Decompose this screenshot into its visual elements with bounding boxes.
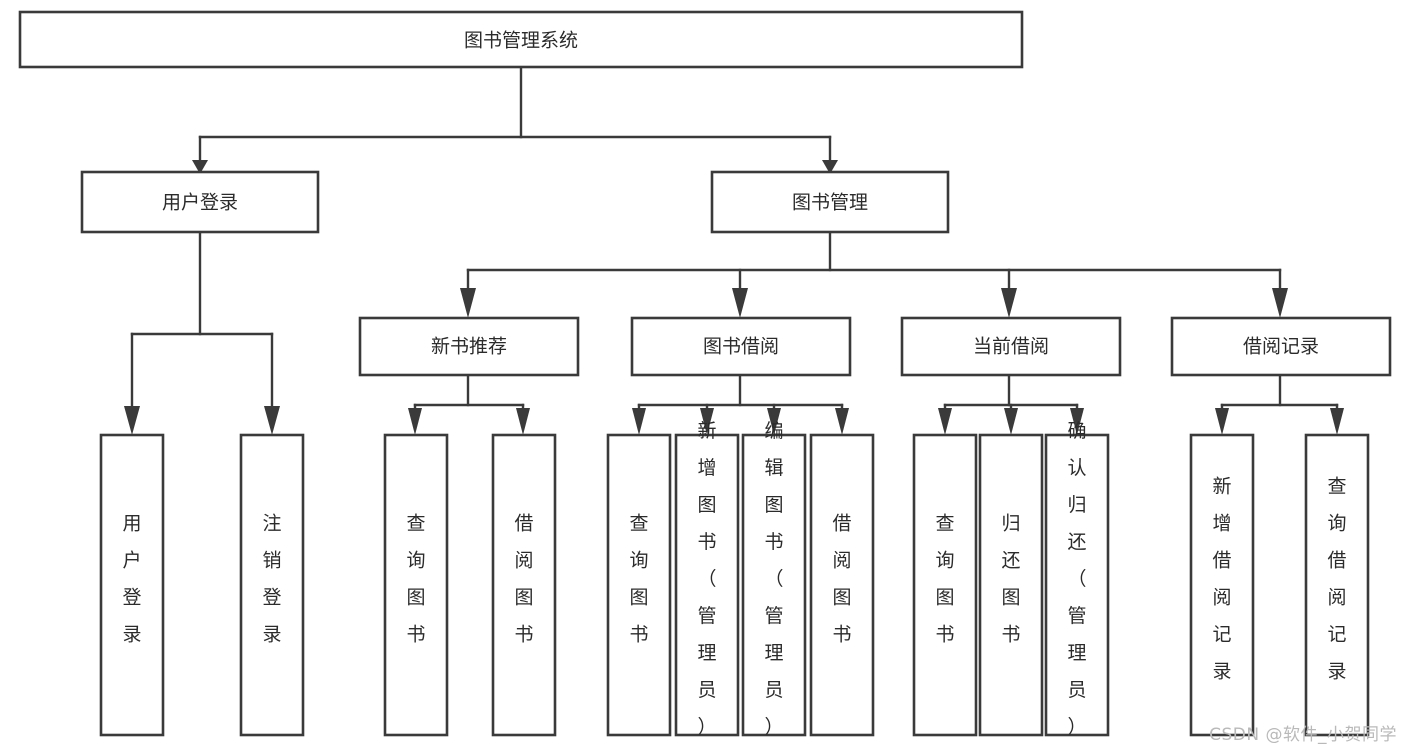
leaf-box[interactable] [1304, 433, 1370, 737]
current-borrow-box[interactable] [900, 316, 1122, 377]
leaf-borrow-record-2[interactable]: 查询借阅记录 [1304, 433, 1370, 737]
leaf-box[interactable] [239, 433, 305, 737]
node-borrow-record[interactable]: 借阅记录 [1170, 316, 1392, 377]
book-borrow-box[interactable] [630, 316, 852, 377]
user-login-box[interactable] [80, 170, 320, 234]
leaf-borrow-record-1[interactable]: 新增借阅记录 [1189, 433, 1255, 737]
leaf-book-borrow-1[interactable]: 查询图书 [606, 433, 672, 737]
arrow-current-leaf-3 [1070, 408, 1084, 435]
leaf-book-borrow-2[interactable]: 新增图书（管理员） [674, 420, 740, 738]
leaf-box[interactable] [978, 433, 1044, 737]
leaf-label: 查询借阅记录 [1327, 476, 1346, 683]
leaf-label: 新增图书（管理员） [697, 420, 716, 738]
leaf-current-borrow-3[interactable]: 确认归还（管理员） [1044, 420, 1110, 738]
node-book-management[interactable]: 图书管理 [710, 170, 950, 234]
arrow-bm-to-borrow [732, 288, 748, 318]
leaf-label: 借阅图书 [832, 513, 851, 646]
arrow-login-leaf-2 [264, 406, 280, 435]
leaf-box[interactable] [606, 433, 672, 737]
leaf-box[interactable] [99, 433, 165, 737]
node-current-borrow[interactable]: 当前借阅 [900, 316, 1122, 377]
node-new-book-recommend[interactable]: 新书推荐 [358, 316, 580, 377]
arrow-borrow-leaf-3 [767, 408, 781, 435]
connector-layer [124, 65, 1344, 435]
leaf-user-login-2[interactable]: 注销登录 [239, 433, 305, 737]
arrow-current-leaf-1 [938, 408, 952, 435]
leaf-label: 用户登录 [122, 513, 141, 646]
arrow-borrow-leaf-4 [835, 408, 849, 435]
arrow-current-leaf-2 [1004, 408, 1018, 435]
leaf-box[interactable] [491, 433, 557, 737]
leaf-box[interactable] [1044, 433, 1110, 737]
leaf-user-login-1[interactable]: 用户登录 [99, 433, 165, 737]
arrow-borrow-leaf-1 [632, 408, 646, 435]
leaf-box[interactable] [741, 433, 807, 737]
leaf-box[interactable] [1189, 433, 1255, 737]
node-book-borrow[interactable]: 图书借阅 [630, 316, 852, 377]
arrow-borrow-leaf-2 [700, 408, 714, 435]
arrow-bm-to-newbook [460, 288, 476, 318]
book-borrow-label: 图书借阅 [703, 336, 779, 358]
book-management-label: 图书管理 [792, 192, 868, 214]
new-book-recommend-label: 新书推荐 [431, 336, 507, 358]
root-box[interactable] [18, 10, 1024, 69]
arrow-record-leaf-2 [1330, 408, 1344, 435]
borrow-record-box[interactable] [1170, 316, 1392, 377]
leaf-label: 归还图书 [1001, 513, 1020, 646]
leaf-new-book-recommend-1[interactable]: 查询图书 [383, 433, 449, 737]
leaf-label: 查询图书 [406, 513, 425, 646]
leaf-box[interactable] [383, 433, 449, 737]
leaf-box[interactable] [809, 433, 875, 737]
leaf-label: 查询图书 [935, 513, 954, 646]
leaf-label: 借阅图书 [514, 513, 533, 646]
leaf-label: 确认归还（管理员） [1067, 420, 1086, 738]
arrow-root-to-login [192, 160, 208, 174]
leaf-box[interactable] [912, 433, 978, 737]
node-user-login[interactable]: 用户登录 [80, 170, 320, 234]
node-root[interactable]: 图书管理系统 [18, 10, 1024, 69]
user-login-label: 用户登录 [162, 192, 238, 214]
borrow-record-label: 借阅记录 [1243, 336, 1319, 358]
leaf-label: 新增借阅记录 [1212, 476, 1231, 683]
arrow-bm-to-current [1001, 288, 1017, 318]
leaf-box[interactable] [674, 433, 740, 737]
arrow-login-leaf-1 [124, 406, 140, 435]
leaf-label: 编辑图书（管理员） [764, 420, 783, 738]
root-label: 图书管理系统 [464, 30, 578, 52]
new-book-recommend-box[interactable] [358, 316, 580, 377]
book-management-box[interactable] [710, 170, 950, 234]
arrow-root-to-bookmgmt [822, 160, 838, 174]
leaf-current-borrow-2[interactable]: 归还图书 [978, 433, 1044, 737]
leaf-label: 查询图书 [629, 513, 648, 646]
leaf-label: 注销登录 [262, 513, 281, 646]
leaf-new-book-recommend-2[interactable]: 借阅图书 [491, 433, 557, 737]
leaf-current-borrow-1[interactable]: 查询图书 [912, 433, 978, 737]
arrow-newbook-leaf-1 [408, 408, 422, 435]
arrow-record-leaf-1 [1215, 408, 1229, 435]
arrow-bm-to-record [1272, 288, 1288, 318]
arrow-newbook-leaf-2 [516, 408, 530, 435]
leaf-book-borrow-4[interactable]: 借阅图书 [809, 433, 875, 737]
current-borrow-label: 当前借阅 [973, 336, 1049, 358]
leaf-book-borrow-3[interactable]: 编辑图书（管理员） [741, 420, 807, 738]
